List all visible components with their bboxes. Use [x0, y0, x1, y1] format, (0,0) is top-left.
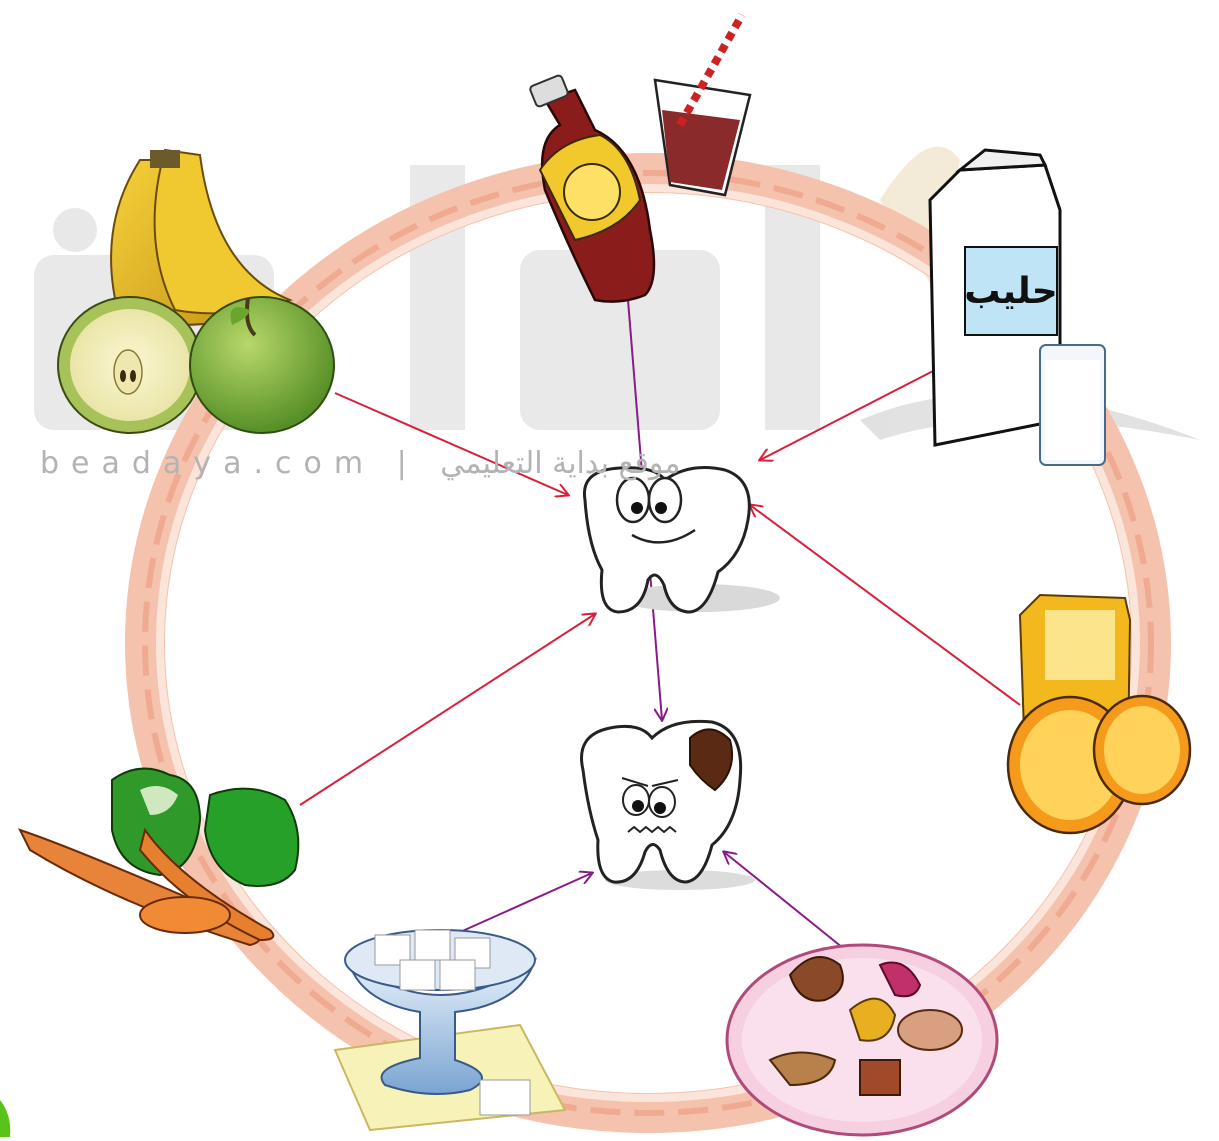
arrow-vegetables-to-healthy-tooth — [300, 614, 595, 805]
healthy-tooth — [584, 468, 780, 612]
arrow-candy-to-decayed-tooth — [724, 852, 848, 952]
arrow-sugar-to-decayed-tooth — [458, 873, 592, 933]
milk-label: حليب — [968, 252, 1054, 330]
arrow-juice-to-healthy-tooth — [750, 505, 1020, 705]
watermark-text: beadaya.com | موقع بداية التعليمي — [40, 446, 680, 481]
corner-green-mark — [0, 1100, 10, 1137]
decayed-tooth — [582, 721, 755, 890]
chocolate-candy-plate — [727, 945, 997, 1135]
